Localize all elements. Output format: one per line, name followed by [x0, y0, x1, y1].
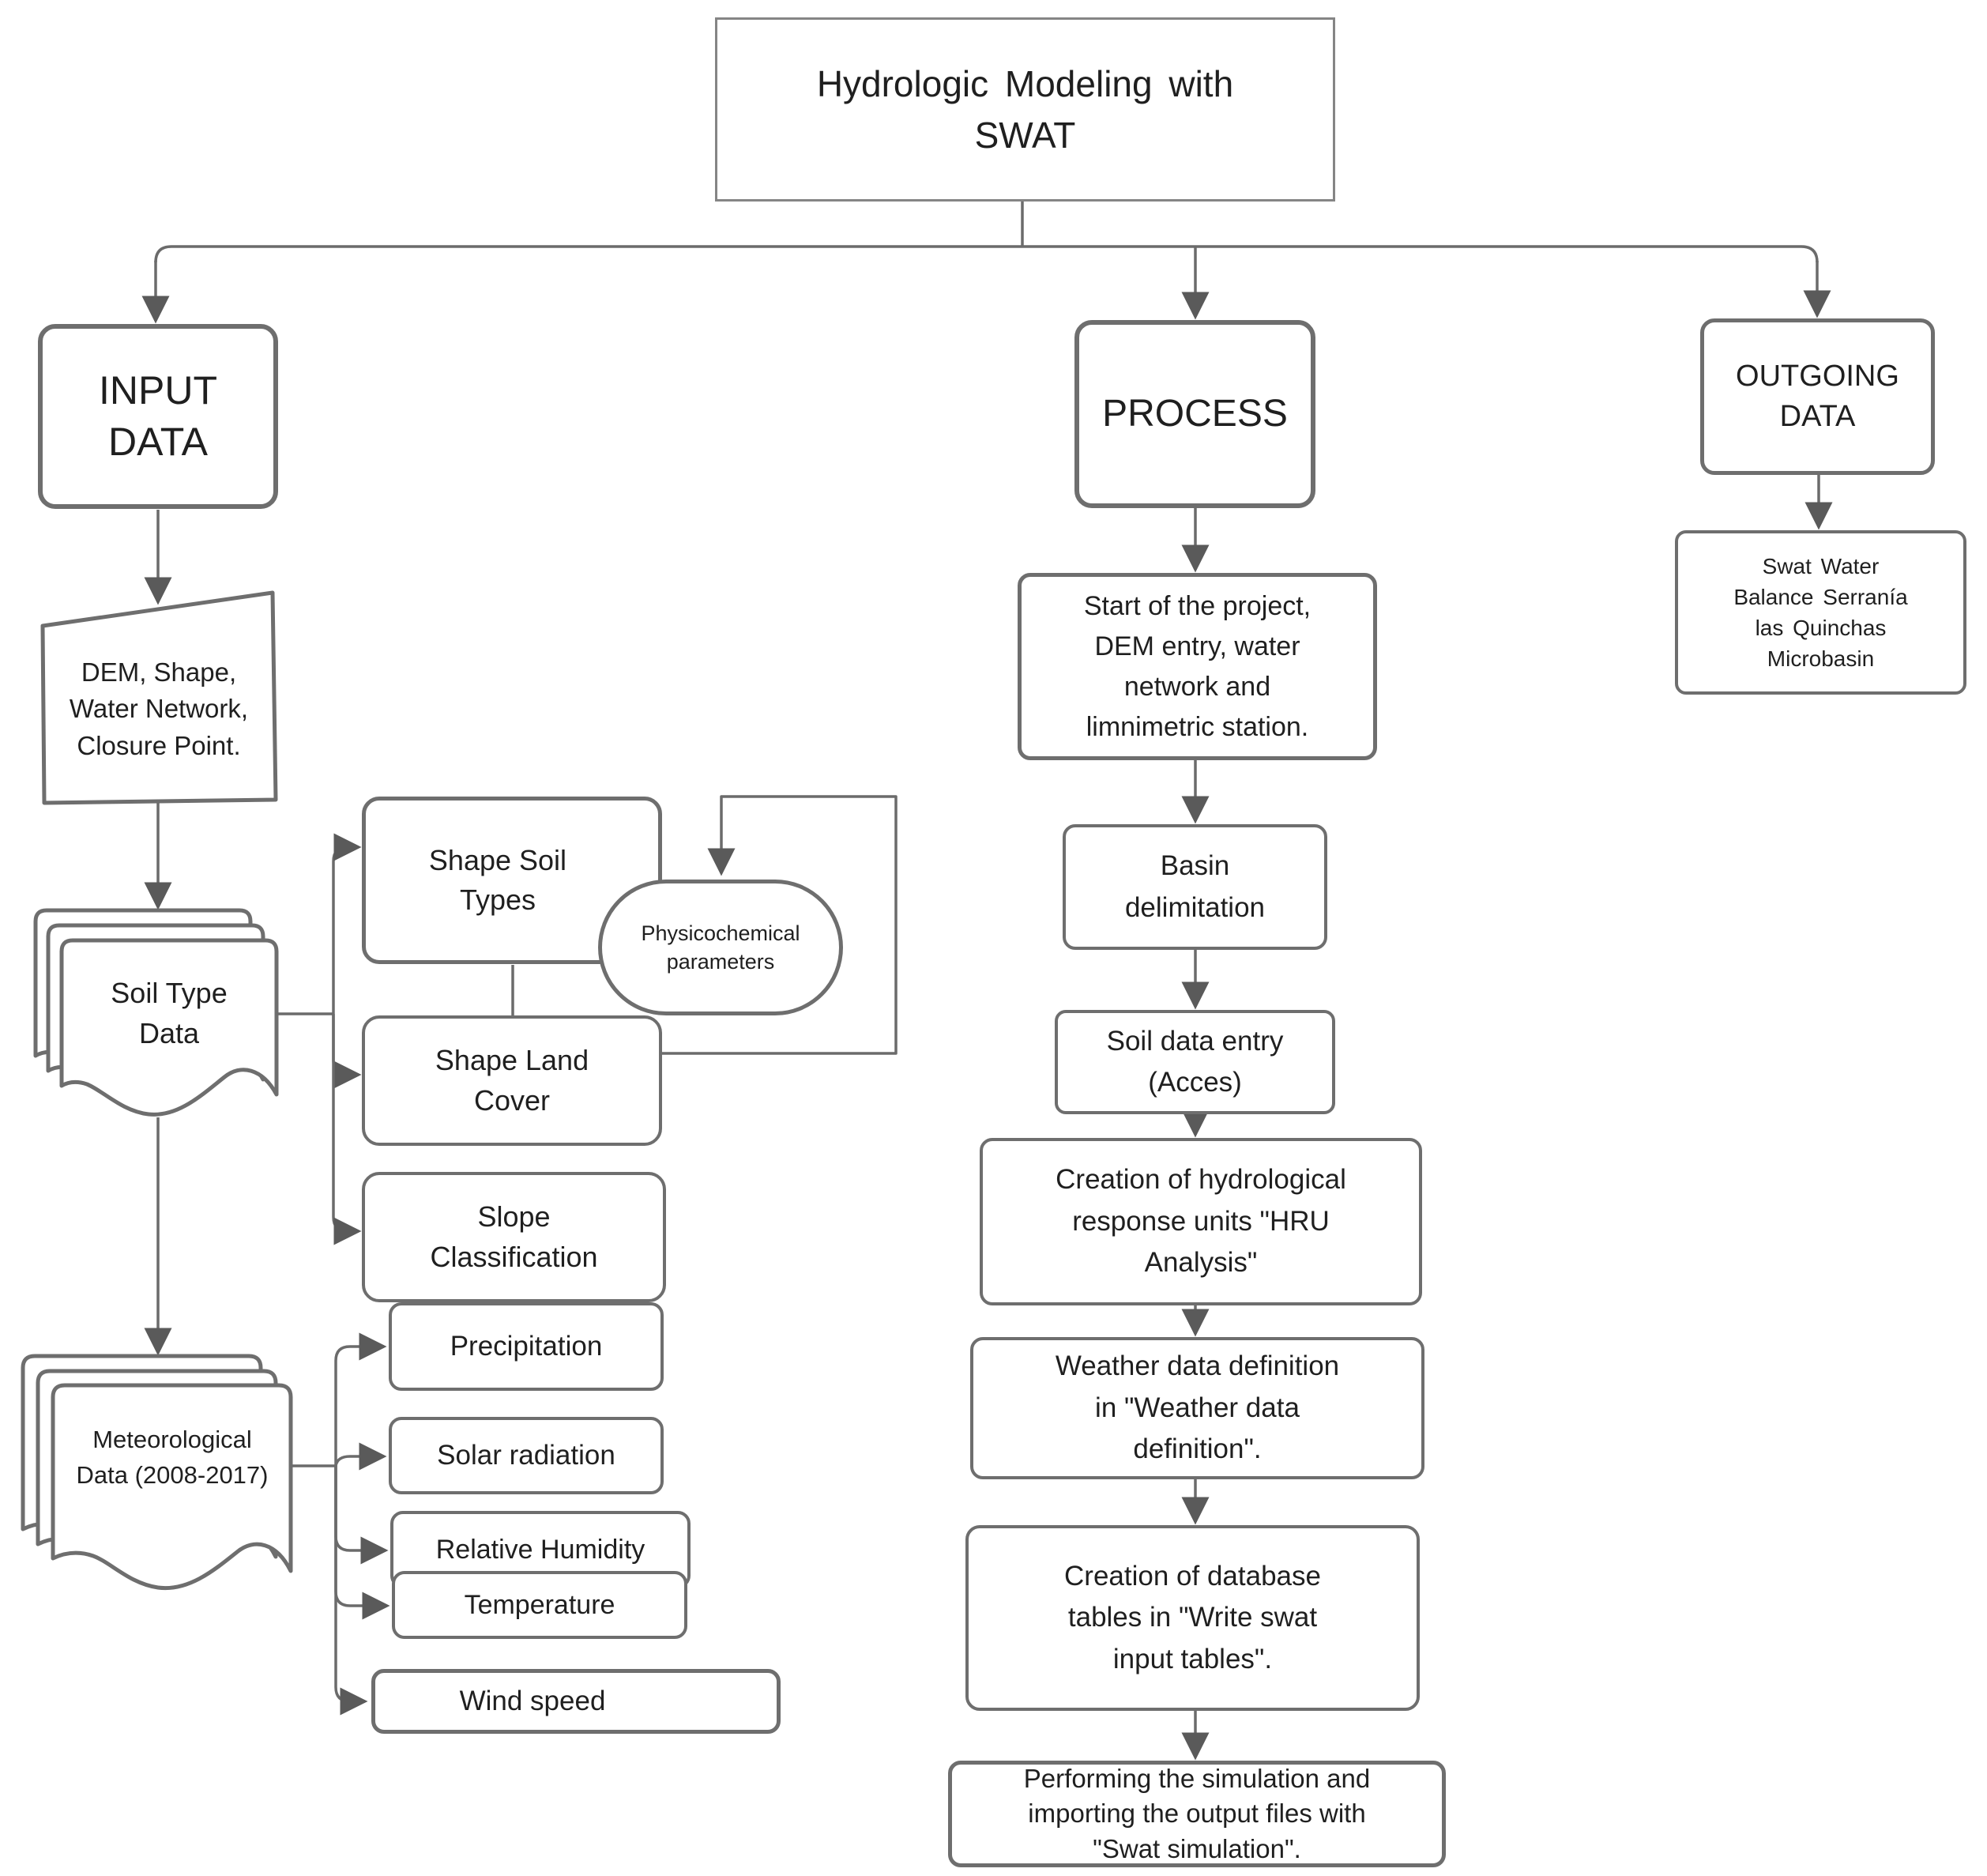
slope-line: Classification: [430, 1240, 598, 1273]
shape-soil-line: Types: [459, 883, 536, 916]
temperature-box: Temperature: [392, 1571, 687, 1639]
dem-card-label: DEM, Shape, Water Network, Closure Point…: [47, 624, 270, 794]
step-soil-entry-box: Soil data entry (Acces): [1055, 1010, 1335, 1114]
step-start-line: network and: [1123, 671, 1271, 702]
outgoing-header-line: DATA: [1779, 400, 1856, 433]
step-hru-line: response units "HRU: [1072, 1205, 1330, 1237]
outgoing-result-line: Swat Water: [1762, 553, 1880, 578]
step-basin-line: Basin: [1160, 850, 1230, 881]
step-start-line: Start of the project,: [1083, 590, 1311, 621]
step-weather-box: Weather data definition in "Weather data…: [970, 1337, 1424, 1479]
meteorological-data-label: Meteorological Data (2008-2017): [55, 1403, 289, 1513]
step-basin-box: Basin delimitation: [1063, 824, 1327, 950]
step-weather-line: Weather data definition: [1055, 1350, 1340, 1382]
step-simulation-line: "Swat simulation".: [1093, 1833, 1301, 1863]
relative-humidity-label: Relative Humidity: [435, 1534, 645, 1565]
step-tables-box: Creation of database tables in "Write sw…: [965, 1525, 1420, 1711]
process-header-label: PROCESS: [1102, 393, 1288, 435]
slope-line: Slope: [477, 1200, 551, 1234]
step-hru-line: Creation of hydrological: [1056, 1164, 1346, 1196]
solar-radiation-label: Solar radiation: [437, 1439, 615, 1471]
land-cover-line: Cover: [473, 1083, 551, 1117]
step-hru-line: Analysis": [1144, 1247, 1258, 1279]
step-tables-line: Creation of database: [1064, 1560, 1321, 1592]
input-header-line: DATA: [108, 420, 208, 464]
physicochemical-parameters-bubble: Physicochemical parameters: [598, 880, 843, 1015]
outgoing-result-line: Balance Serranía: [1733, 584, 1908, 609]
physicochemical-line: parameters: [666, 950, 775, 974]
step-tables-line: tables in "Write swat: [1067, 1602, 1318, 1633]
solar-radiation-box: Solar radiation: [389, 1417, 664, 1494]
precipitation-label: Precipitation: [450, 1330, 603, 1362]
step-weather-line: in "Weather data: [1095, 1392, 1300, 1423]
soil-type-data-label: Soil Type Data: [70, 952, 269, 1075]
input-data-header: INPUT DATA: [38, 324, 278, 509]
arrow-meteo-to-humidity: [334, 1466, 389, 1565]
distribution-rail-line: [154, 245, 1819, 263]
title-line: SWAT: [974, 114, 1076, 156]
meteo-doc-shape: [21, 1354, 293, 1591]
outgoing-data-header: OUTGOING DATA: [1700, 318, 1935, 475]
soil-doc-line: Data: [138, 1016, 200, 1049]
step-hru-box: Creation of hydrological response units …: [980, 1138, 1422, 1305]
step-start-line: limnimetric station.: [1086, 711, 1309, 742]
arrow-meteo-to-temperature: [334, 1466, 390, 1620]
outgoing-header-line: OUTGOING: [1736, 359, 1899, 393]
shape-soil-line: Shape Soil: [428, 843, 567, 876]
wind-speed-box: Wind speed: [371, 1669, 781, 1734]
step-tables-line: input tables".: [1112, 1643, 1273, 1674]
precipitation-box: Precipitation: [389, 1302, 664, 1391]
step-start-line: DEM entry, water: [1094, 631, 1300, 661]
dem-line: Closure Point.: [77, 730, 241, 760]
arrow-soildoc-to-slope: [332, 1014, 362, 1245]
dem-card-shape: [40, 590, 278, 805]
step-simulation-line: Performing the simulation and: [1023, 1763, 1371, 1793]
shape-land-cover-box: Shape Land Cover: [362, 1015, 662, 1146]
arrow-soildoc-to-shapesoil: [332, 833, 362, 1014]
meteo-doc-line: Data (2008-2017): [76, 1461, 269, 1489]
soil-doc-line: Soil Type: [111, 977, 228, 1010]
step-simulation-line: importing the output files with: [1028, 1799, 1366, 1829]
arrow-soildoc-to-landcover: [332, 1014, 362, 1089]
step-start-box: Start of the project, DEM entry, water n…: [1018, 573, 1377, 760]
dem-line: Water Network,: [69, 694, 249, 724]
outgoing-result-line: Microbasin: [1767, 646, 1875, 672]
step-simulation-box: Performing the simulation and importing …: [948, 1761, 1446, 1867]
physicochemical-line: Physicochemical: [641, 921, 800, 945]
meteo-doc-line: Meteorological: [92, 1426, 252, 1454]
arrow-meteo-to-solar: [334, 1442, 387, 1471]
title-line: Hydrologic Modeling with: [816, 63, 1234, 105]
soil-doc-shape: [33, 908, 279, 1117]
title-box: Hydrologic Modeling with SWAT: [715, 17, 1335, 202]
process-header: PROCESS: [1074, 320, 1315, 508]
step-weather-line: definition".: [1133, 1433, 1262, 1465]
input-header-line: INPUT: [99, 368, 217, 412]
slope-classification-box: Slope Classification: [362, 1172, 666, 1302]
temperature-label: Temperature: [464, 1589, 615, 1620]
outgoing-result-box: Swat Water Balance Serranía las Quinchas…: [1675, 530, 1966, 695]
wind-speed-label: Wind speed: [459, 1685, 606, 1716]
step-soil-entry-line: (Acces): [1148, 1067, 1242, 1098]
land-cover-line: Shape Land: [435, 1044, 589, 1077]
shape-soil-types-box: Shape Soil Types: [362, 797, 662, 964]
arrow-meteo-to-wind: [334, 1466, 368, 1716]
step-basin-line: delimitation: [1124, 891, 1266, 923]
outgoing-result-line: las Quinchas: [1755, 616, 1887, 640]
arrow-meteo-to-precipitation: [334, 1332, 387, 1466]
step-soil-entry-line: Soil data entry: [1106, 1025, 1284, 1057]
dem-line: DEM, Shape,: [81, 657, 237, 687]
